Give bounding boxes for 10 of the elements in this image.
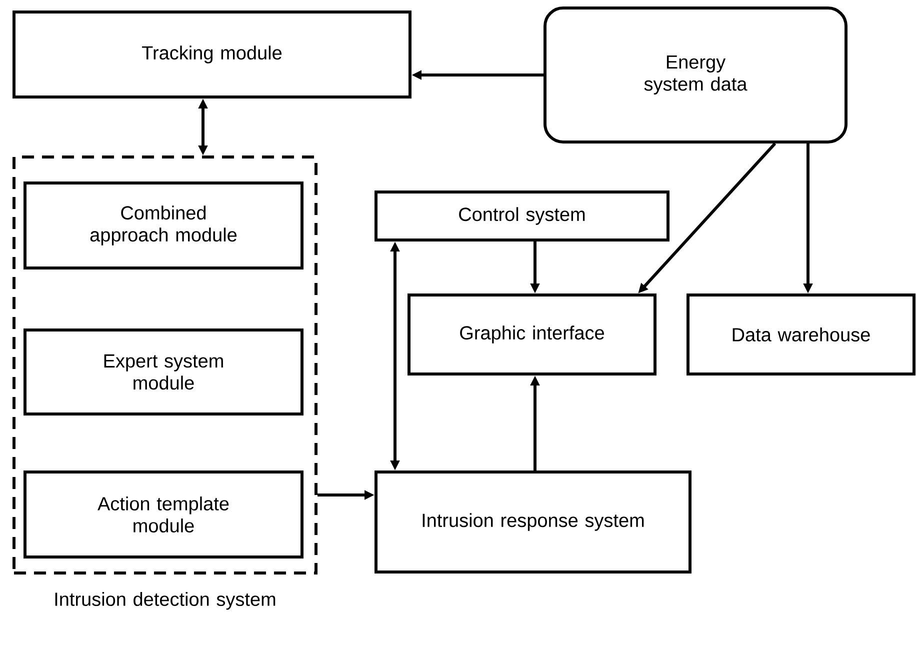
data-box: Energy system data — [544, 6, 848, 144]
module-box: Control system — [374, 190, 670, 242]
module-box: Action template module — [24, 470, 304, 558]
module-box: Tracking module — [12, 10, 412, 98]
module-box: Graphic interface — [408, 294, 656, 376]
module-box: Data warehouse — [686, 294, 916, 376]
module-box: Combined approach module — [24, 182, 304, 270]
module-box: Expert system module — [24, 328, 304, 416]
module-box: Intrusion response system — [374, 470, 692, 574]
node-label: Intrusion detection system — [55, 592, 276, 610]
